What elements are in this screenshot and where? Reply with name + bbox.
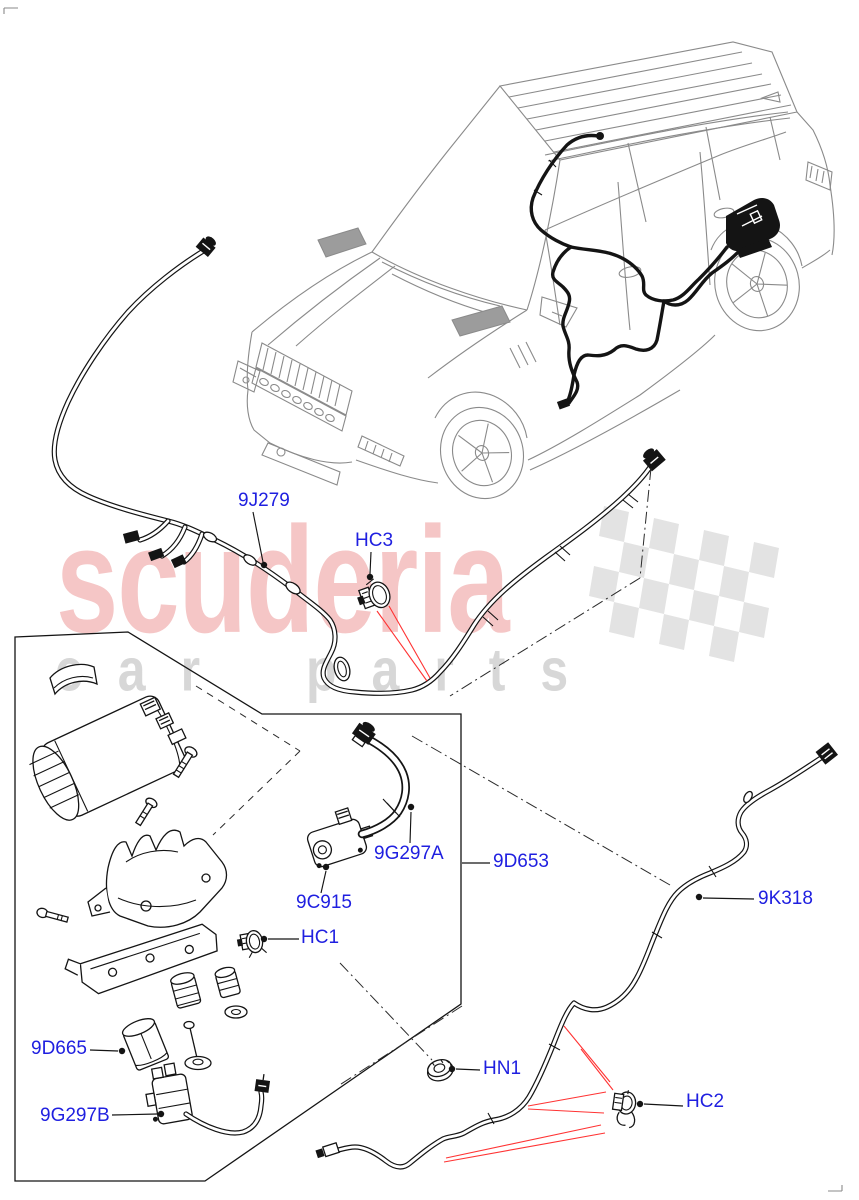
part-label-9j279: 9J279: [238, 490, 290, 511]
kit-parts: [29, 663, 406, 1133]
crop-corner-marks: [3, 7, 843, 1192]
hose-9g297a: [351, 721, 406, 834]
washer: [224, 1005, 248, 1019]
pump-9g297b: [145, 1062, 271, 1133]
bolt: [36, 907, 69, 923]
pipe-9j279: [54, 236, 666, 693]
bolt: [172, 746, 198, 779]
screw: [183, 1020, 212, 1071]
construction-lines: [195, 467, 671, 1087]
part-label-hc3: HC3: [355, 530, 394, 551]
filter-9d665: [121, 1018, 169, 1071]
vehicle-illustration: [232, 41, 835, 500]
vehicle-harness-overlay: [529, 132, 780, 410]
watermark-subtitle: car parts: [55, 636, 604, 704]
clamp-hc2: [611, 1090, 637, 1129]
red-locator-lines-hc3: [376, 605, 431, 682]
mounting-plate: [64, 923, 218, 995]
part-label-9d665: 9D665: [31, 1038, 87, 1059]
leader-lines: [89, 511, 755, 1118]
canister-bracket: [87, 829, 228, 928]
part-label-9g297a: 9G297A: [374, 843, 444, 864]
bolt: [134, 797, 158, 827]
bushing: [214, 966, 241, 999]
part-label-9d653: 9D653: [493, 851, 549, 872]
part-label-9g297b: 9G297B: [40, 1105, 110, 1126]
part-label-9k318: 9K318: [758, 888, 813, 909]
clamp-hc1: [236, 930, 267, 959]
bushing: [170, 972, 202, 1009]
pipe-9k318: [315, 742, 838, 1167]
part-label-hc2: HC2: [686, 1091, 725, 1112]
red-locator-lines-hc2: [443, 1025, 614, 1163]
checkered-flag-watermark: [589, 506, 779, 662]
canister-pad: [49, 663, 98, 696]
part-label-9c915: 9C915: [296, 892, 352, 913]
part-label-hc1: HC1: [301, 927, 340, 948]
part-label-hn1: HN1: [483, 1058, 522, 1079]
kit-box-9d653: [14, 631, 462, 1182]
clamp-hc3: [357, 578, 391, 610]
evap-canister: [29, 695, 187, 821]
